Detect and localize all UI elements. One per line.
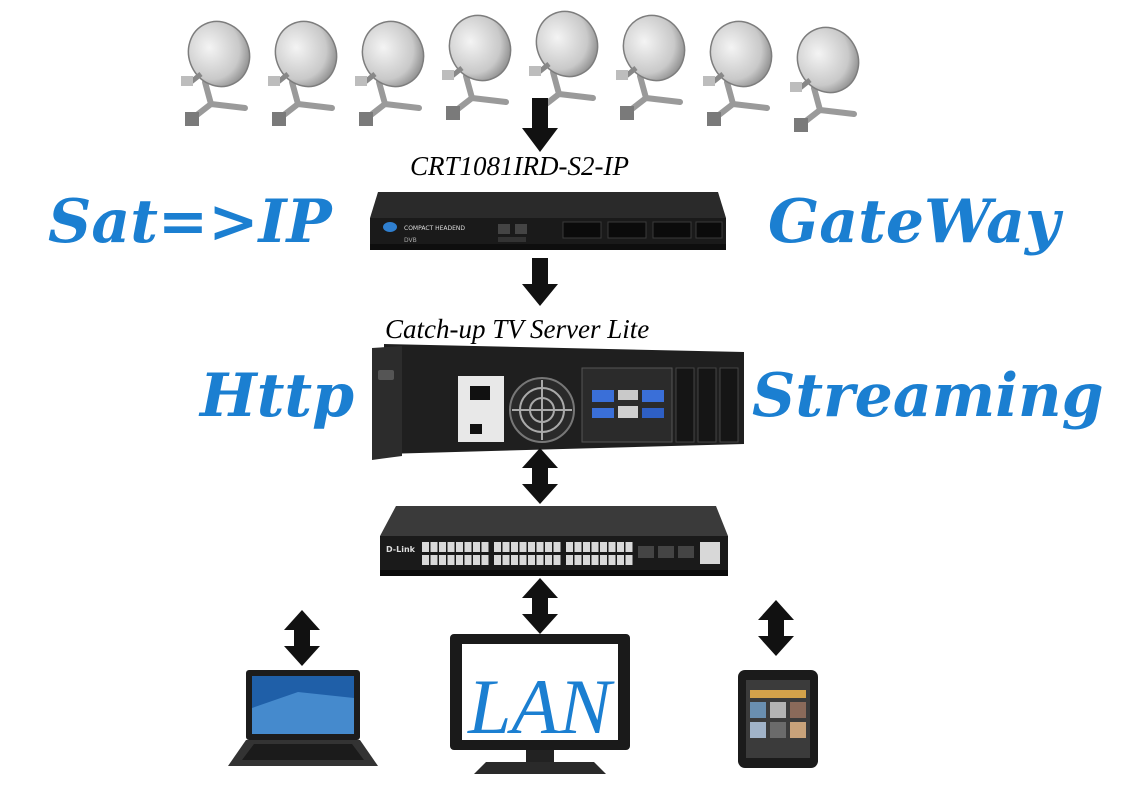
switch-port: [481, 542, 489, 552]
catchup-server-device: [372, 344, 744, 460]
switch-port: [583, 542, 590, 552]
switch-port: [422, 555, 429, 565]
satellite-dish-icon: [442, 14, 512, 120]
switch-port: [464, 542, 472, 552]
switch-port: [422, 542, 429, 552]
switch-port: [566, 555, 573, 565]
http-label: Http: [200, 361, 355, 431]
switch-port: [591, 542, 599, 552]
switch-port: [430, 542, 438, 552]
switch-port: [608, 555, 616, 565]
switch-port: [519, 542, 527, 552]
satellite-dish-icon: [616, 14, 686, 120]
server-name-label: Catch-up TV Server Lite: [385, 314, 650, 344]
gateway-badge-text: COMPACT HEADEND: [404, 225, 465, 232]
gateway-device: COMPACT HEADEND DVB: [370, 192, 726, 250]
switch-port: [528, 542, 535, 552]
switch-port: [439, 542, 446, 552]
switch-port: [464, 555, 472, 565]
switch-port: [447, 542, 455, 552]
switch-port: [574, 542, 582, 552]
switch-port: [574, 555, 582, 565]
satellite-dish-row: [170, 2, 890, 134]
streaming-label: Streaming: [752, 361, 1104, 431]
switch-port: [617, 542, 624, 552]
satellite-dish-icon: [268, 20, 338, 126]
switch-port: [494, 542, 501, 552]
arrow-bidirectional-tv: [522, 578, 558, 634]
switch-port: [536, 542, 544, 552]
satellite-dish-icon: [355, 20, 425, 126]
gateway-logo-icon: [383, 222, 397, 232]
arrow-bidirectional-tablet: [758, 600, 794, 656]
switch-port: [553, 555, 561, 565]
switch-port: [625, 555, 633, 565]
switch-port: [545, 542, 552, 552]
switch-brand-text: D-Link: [386, 545, 416, 554]
gateway-label: GateWay: [768, 187, 1060, 257]
switch-port: [511, 542, 518, 552]
satellite-dish-icon: [529, 10, 599, 116]
switch-port: [447, 555, 455, 565]
switch-port: [528, 555, 535, 565]
satellite-dishes: [181, 10, 860, 132]
switch-port: [583, 555, 590, 565]
switch-port: [456, 542, 463, 552]
switch-port: [494, 555, 501, 565]
switch-port: [481, 555, 489, 565]
svg-text:DVB: DVB: [404, 237, 417, 244]
arrow-down-gateway-to-server: [522, 258, 558, 306]
switch-port: [608, 542, 616, 552]
switch-port: [591, 555, 599, 565]
switch-port: [502, 555, 510, 565]
switch-port: [439, 555, 446, 565]
switch-port: [519, 555, 527, 565]
switch-port: [473, 555, 480, 565]
lan-label: LAN: [468, 663, 612, 750]
sat-ip-label: Sat=>IP: [48, 187, 332, 257]
switch-port: [553, 542, 561, 552]
switch-port: [545, 555, 552, 565]
arrow-down-dishes-to-gateway: [522, 98, 558, 152]
satellite-dish-icon: [703, 20, 773, 126]
switch-port: [473, 542, 480, 552]
switch-port: [430, 555, 438, 565]
switch-port: [600, 542, 607, 552]
satellite-dish-icon: [790, 26, 860, 132]
switch-port: [625, 542, 633, 552]
gateway-model-label: CRT1081IRD-S2-IP: [410, 151, 629, 181]
arrow-bidirectional-laptop: [284, 610, 320, 666]
laptop-client: [228, 670, 378, 766]
switch-port: [600, 555, 607, 565]
switch-port: [502, 542, 510, 552]
arrow-bidirectional-server-switch: [522, 448, 558, 504]
tv-screen: [462, 644, 618, 740]
tv-client: [450, 634, 630, 774]
tablet-client: [738, 670, 818, 768]
switch-port: [536, 555, 544, 565]
switch-port: [566, 542, 573, 552]
switch-port: [456, 555, 463, 565]
satellite-dish-icon: [181, 20, 251, 126]
switch-port: [511, 555, 518, 565]
switch-port: [617, 555, 624, 565]
network-switch-device: D-Link: [380, 506, 728, 576]
